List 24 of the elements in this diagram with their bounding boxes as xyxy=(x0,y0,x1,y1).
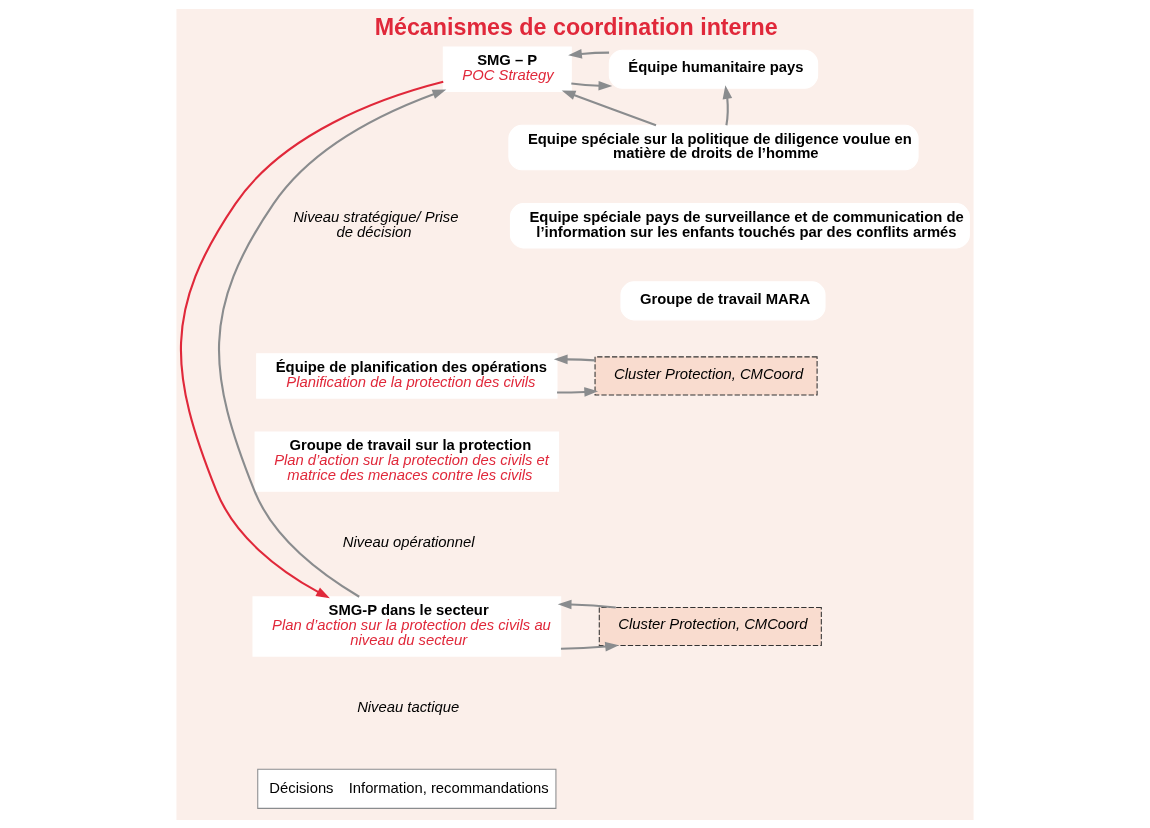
arrow xyxy=(557,386,599,397)
arrow xyxy=(722,84,733,125)
node-box: SMG-P dans le secteur Plan d’action sur la protection des civils au niveau du secteur xyxy=(252,595,562,657)
label: Niveau tactique xyxy=(357,698,460,715)
arrow xyxy=(557,599,616,609)
label: Niveau stratégique/ Prise de décision xyxy=(293,208,459,240)
node-box: Equipe spéciale sur la politique de diligence voulue en matière de droits de l’homme xyxy=(508,124,919,170)
arrow xyxy=(553,354,595,364)
arrow xyxy=(218,89,447,598)
node-box: Équipe de planification des opérations Planification de la protection des civils xyxy=(256,352,558,399)
node-box: Équipe humanitaire pays xyxy=(608,49,819,89)
legend-label: Décisions xyxy=(269,779,334,796)
node-box: Cluster Protection, CMCoord xyxy=(594,355,818,395)
arrow xyxy=(560,641,619,651)
arrow xyxy=(571,80,613,91)
diagram-title: Mécanismes de coordination interne xyxy=(374,13,778,40)
legend-label: Information, recommandations xyxy=(348,779,549,796)
arrow xyxy=(561,89,657,126)
node-box: Groupe de travail sur la protection Plan d’action sur la protection des civils et matrice des menaces contre les civils xyxy=(254,430,560,492)
arrow xyxy=(568,48,610,59)
label: Niveau opérationnel xyxy=(342,533,475,550)
arrow xyxy=(180,80,444,598)
node-box: Cluster Protection, CMCoord xyxy=(598,606,822,646)
node-box: SMG – P POC Strategy xyxy=(442,46,572,92)
